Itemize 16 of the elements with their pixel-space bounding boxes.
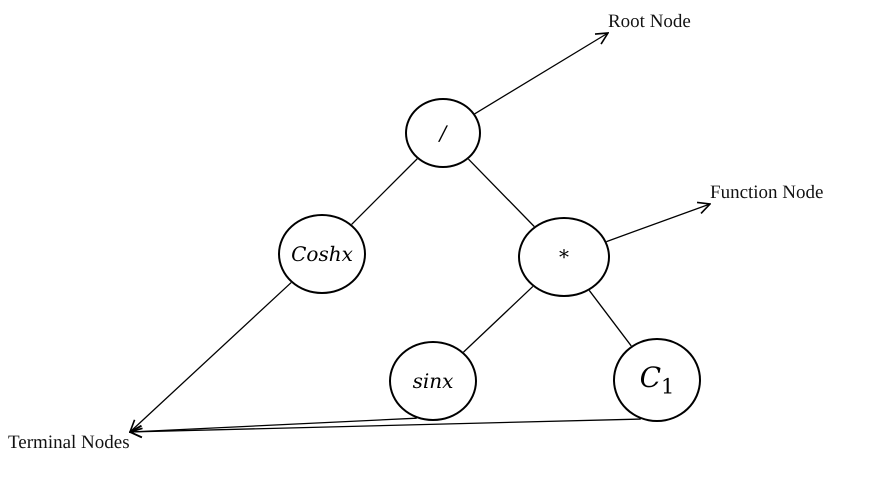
node-symbol: sinx <box>412 369 454 393</box>
connector-line <box>463 286 534 353</box>
arrow <box>606 202 711 242</box>
connector-line <box>468 158 535 227</box>
node-type-label: Function Node <box>710 182 824 204</box>
node-symbol: / <box>440 121 446 145</box>
node-symbol: * <box>559 245 569 269</box>
arrow <box>129 282 292 433</box>
node-type-label: Terminal Nodes <box>8 432 130 454</box>
node-symbol: Coshx <box>291 242 353 266</box>
arrow <box>474 32 609 114</box>
node-type-label: Root Node <box>608 11 691 33</box>
connector-line <box>588 290 632 346</box>
node-symbol: C$_{1}$ <box>640 361 674 399</box>
connector-line <box>351 158 418 225</box>
arrow <box>129 418 641 438</box>
